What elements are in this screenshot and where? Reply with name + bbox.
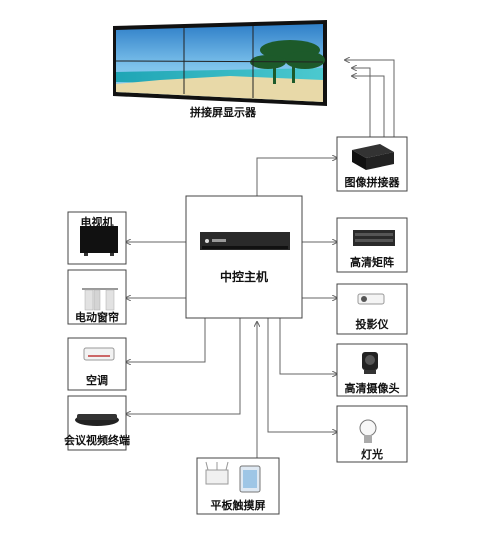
- bottom-device-box: [196, 457, 280, 515]
- camera-icon: [362, 352, 378, 374]
- projector-icon: [357, 293, 385, 305]
- device-label-matrix: 高清矩阵: [350, 256, 394, 269]
- central-controller: [185, 195, 303, 319]
- device-label-tv: 电视机: [80, 216, 114, 229]
- curtain-icon: [82, 288, 118, 311]
- device-label-splicer: 图像拼接器: [344, 176, 400, 189]
- device-label-video-terminal: 会议视频终端: [64, 434, 130, 447]
- device-label-aircon: 空调: [86, 374, 108, 387]
- controller-label: 中控主机: [219, 270, 268, 284]
- device-label-projector: 投影仪: [355, 318, 389, 331]
- videowall-display: [113, 20, 327, 106]
- device-label-camera: 高清摄像头: [344, 382, 400, 395]
- device-label-tablet: 平板触摸屏: [210, 499, 266, 512]
- air-conditioner-icon: [83, 347, 115, 361]
- videowall-label: 拼接屏显示器: [190, 106, 256, 119]
- right-device-boxes: [336, 136, 408, 463]
- tv-icon: [80, 226, 118, 256]
- splicer-icon: [352, 144, 394, 170]
- device-label-curtain: 电动窗帘: [75, 311, 119, 324]
- light-bulb-icon: [359, 419, 377, 443]
- controller-unit-icon: [200, 232, 290, 250]
- matrix-icon: [353, 230, 395, 246]
- connector-lines: [126, 60, 395, 458]
- video-terminal-icon: [75, 414, 119, 426]
- left-device-boxes: [67, 211, 127, 451]
- tablet-router-icon: [205, 461, 261, 493]
- device-label-light: 灯光: [361, 448, 383, 461]
